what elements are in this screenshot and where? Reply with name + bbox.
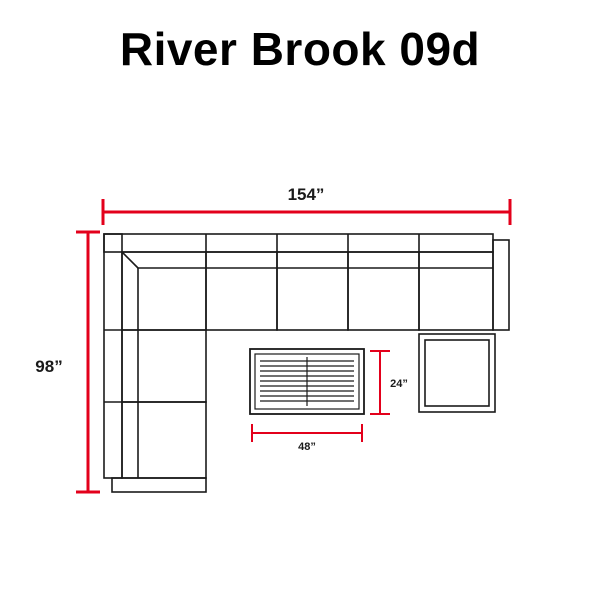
coffee-table xyxy=(249,348,365,415)
table-width-label: 48” xyxy=(298,441,316,453)
corner-seam xyxy=(121,251,139,269)
ottoman-outer xyxy=(418,333,496,413)
sectional-sofa xyxy=(103,233,510,493)
table-outer xyxy=(249,348,365,415)
table-dimension-lines xyxy=(251,350,390,442)
overall-depth-label: 98” xyxy=(35,357,62,376)
ottoman-inner xyxy=(424,339,490,407)
dimension-lines xyxy=(76,199,512,494)
top-seat-4 xyxy=(418,251,494,331)
diagram-title: River Brook 09d xyxy=(119,23,481,75)
table-inner xyxy=(254,353,360,410)
top-seat-1 xyxy=(205,251,278,331)
sofa-back-left xyxy=(103,233,123,479)
bottom-arm xyxy=(111,477,207,493)
left-seat-2 xyxy=(121,401,207,479)
corner-seat-cushion xyxy=(137,267,206,330)
top-seat-2 xyxy=(276,251,349,331)
table-slats xyxy=(260,357,354,406)
top-seat-3 xyxy=(347,251,420,331)
overall-width-label: 154” xyxy=(288,185,325,204)
right-arm xyxy=(492,239,510,331)
sofa-back-top xyxy=(103,233,494,253)
left-seat-1 xyxy=(121,329,207,403)
table-depth-label: 24” xyxy=(390,378,408,390)
side-ottoman xyxy=(418,333,496,413)
